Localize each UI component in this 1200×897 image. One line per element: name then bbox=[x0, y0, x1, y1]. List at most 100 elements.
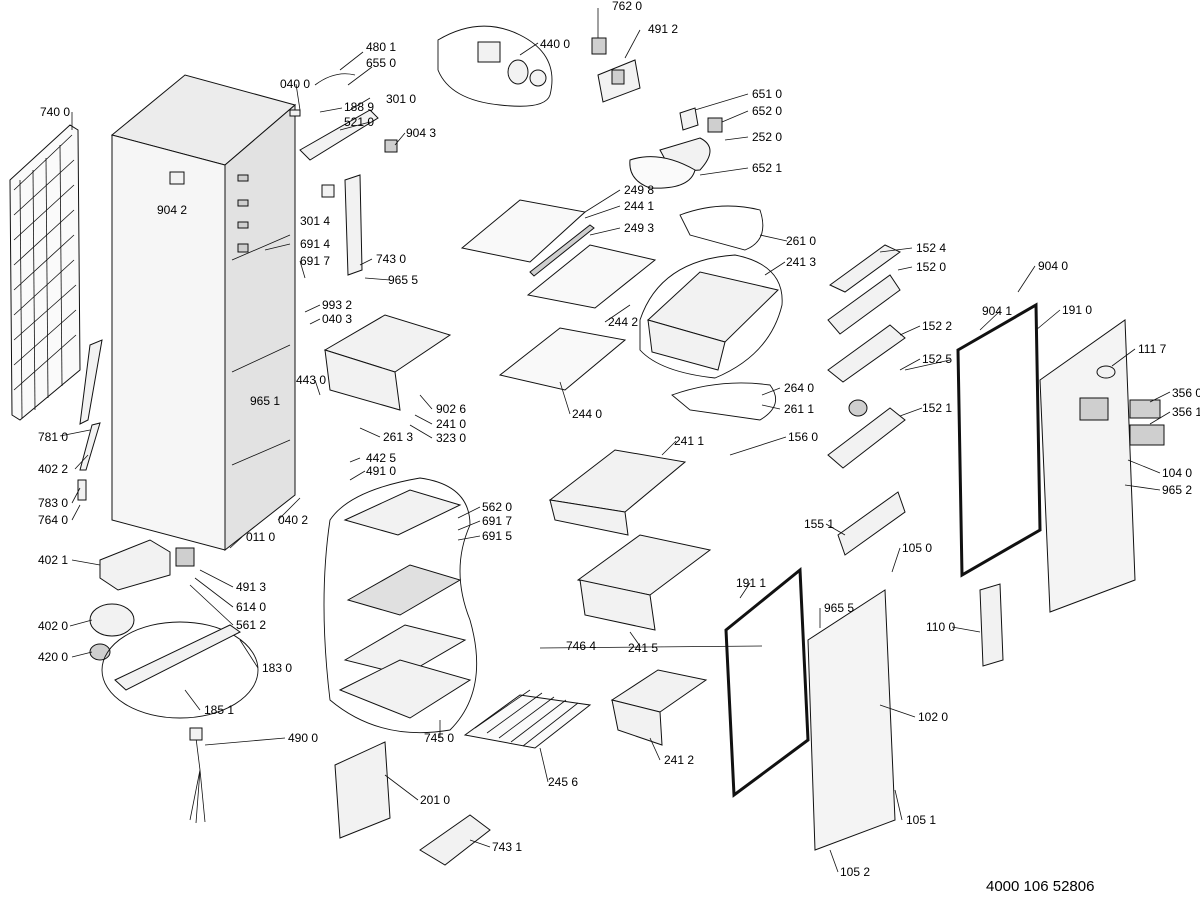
door-gaskets bbox=[724, 302, 1042, 798]
callout-4021: 402 1 bbox=[38, 553, 68, 567]
callout-7431: 743 1 bbox=[492, 840, 522, 854]
callout-7620: 762 0 bbox=[612, 0, 642, 13]
condenser-coil bbox=[9, 124, 81, 421]
callout-2413: 241 3 bbox=[786, 255, 816, 269]
callout-1910: 191 0 bbox=[1062, 303, 1092, 317]
callout-2493: 249 3 bbox=[624, 221, 654, 235]
callout-1889: 188 9 bbox=[344, 100, 374, 114]
top-control-parts bbox=[289, 73, 398, 276]
callout-1117: 111 7 bbox=[1138, 342, 1167, 356]
document-number: 4000 106 52806 bbox=[986, 878, 1095, 895]
callout-2441: 244 1 bbox=[624, 199, 654, 213]
thermostat-cover bbox=[591, 37, 641, 103]
evaporator-group bbox=[323, 477, 478, 734]
callout-3560: 356 0 bbox=[1172, 386, 1200, 400]
callout-2498: 249 8 bbox=[624, 183, 654, 197]
callout-7430: 743 0 bbox=[376, 252, 406, 266]
callout-2613: 261 3 bbox=[383, 430, 413, 444]
callout-4913: 491 3 bbox=[236, 580, 266, 594]
callout-2611: 261 1 bbox=[784, 402, 814, 416]
lamp-assembly bbox=[629, 107, 723, 189]
callout-9026: 902 6 bbox=[436, 402, 466, 416]
callout-1522: 152 2 bbox=[922, 319, 952, 333]
callout-2412: 241 2 bbox=[664, 753, 694, 767]
callout-3230: 323 0 bbox=[436, 431, 466, 445]
callout-5620: 562 0 bbox=[482, 500, 512, 514]
callout-1521: 152 1 bbox=[922, 401, 952, 415]
drawers bbox=[323, 314, 712, 746]
doors bbox=[807, 319, 1165, 851]
callout-7464: 746 4 bbox=[566, 639, 596, 653]
callout-9651: 965 1 bbox=[250, 394, 280, 408]
callout-1051: 105 1 bbox=[906, 813, 936, 827]
callout-2010: 201 0 bbox=[420, 793, 450, 807]
callout-7400: 740 0 bbox=[40, 105, 70, 119]
leader-lines bbox=[59, 8, 1171, 873]
callout-4801: 480 1 bbox=[366, 40, 396, 54]
callout-0400a: 040 0 bbox=[280, 77, 310, 91]
callout-0110: 011 0 bbox=[246, 530, 275, 544]
callout-1520: 152 0 bbox=[916, 260, 946, 274]
power-cord bbox=[189, 727, 206, 824]
callout-4200: 420 0 bbox=[38, 650, 68, 664]
callout-9655b: 965 5 bbox=[824, 601, 854, 615]
callout-9042: 904 2 bbox=[157, 203, 187, 217]
callout-7450: 745 0 bbox=[424, 731, 454, 745]
callout-5210: 521 0 bbox=[344, 115, 374, 129]
callout-7640: 764 0 bbox=[38, 513, 68, 527]
callout-4430: 443 0 bbox=[296, 373, 326, 387]
callout-labels: 762 0 491 2 480 1 655 0 440 0 740 0 040 … bbox=[38, 0, 1200, 879]
callout-1020: 102 0 bbox=[918, 710, 948, 724]
callout-2440: 244 0 bbox=[572, 407, 602, 421]
callout-1052: 105 2 bbox=[840, 865, 870, 879]
bottom-covers bbox=[334, 741, 491, 866]
callout-9932: 993 2 bbox=[322, 298, 352, 312]
callout-6914: 691 4 bbox=[300, 237, 330, 251]
door-balconies bbox=[827, 244, 906, 556]
drain-tubes bbox=[77, 339, 103, 501]
callout-2640: 264 0 bbox=[784, 381, 814, 395]
callout-1100: 110 0 bbox=[926, 620, 955, 634]
callout-9040: 904 0 bbox=[1038, 259, 1068, 273]
callout-4425: 442 5 bbox=[366, 451, 396, 465]
callout-3561: 356 1 bbox=[1172, 405, 1200, 419]
callout-1911: 191 1 bbox=[736, 576, 766, 590]
glass-shelves bbox=[460, 199, 657, 391]
callout-2456: 245 6 bbox=[548, 775, 578, 789]
callout-1050: 105 0 bbox=[902, 541, 932, 555]
callout-4020: 402 0 bbox=[38, 619, 68, 633]
callout-5612: 561 2 bbox=[236, 618, 266, 632]
callout-6520: 652 0 bbox=[752, 104, 782, 118]
callout-4400: 440 0 bbox=[540, 37, 570, 51]
callout-6915: 691 5 bbox=[482, 529, 512, 543]
callout-1560: 156 0 bbox=[788, 430, 818, 444]
wire-rack bbox=[463, 689, 592, 749]
callout-7810: 781 0 bbox=[38, 430, 68, 444]
callout-0403: 040 3 bbox=[322, 312, 352, 326]
callout-1525: 152 5 bbox=[922, 352, 952, 366]
callout-2610: 261 0 bbox=[786, 234, 816, 248]
callout-0402: 040 2 bbox=[278, 513, 308, 527]
callout-2415: 241 5 bbox=[628, 641, 658, 655]
callout-4910: 491 0 bbox=[366, 464, 396, 478]
callout-6510: 651 0 bbox=[752, 87, 782, 101]
cabinet-body bbox=[110, 74, 297, 552]
callout-6140: 614 0 bbox=[236, 600, 266, 614]
freezer-drawer-top bbox=[639, 205, 783, 421]
callout-1851: 185 1 bbox=[204, 703, 234, 717]
callout-2411: 241 1 bbox=[674, 434, 704, 448]
callout-2442: 244 2 bbox=[608, 315, 638, 329]
callout-9043a: 904 3 bbox=[406, 126, 436, 140]
callout-1551: 155 1 bbox=[804, 517, 834, 531]
callout-9655a: 965 5 bbox=[388, 273, 418, 287]
callout-1040: 104 0 bbox=[1162, 466, 1192, 480]
callout-4022: 402 2 bbox=[38, 462, 68, 476]
callout-9041: 904 1 bbox=[982, 304, 1012, 318]
callout-4912: 491 2 bbox=[648, 22, 678, 36]
callout-2520: 252 0 bbox=[752, 130, 782, 144]
fan-assembly bbox=[437, 25, 553, 107]
callout-1830: 183 0 bbox=[262, 661, 292, 675]
callout-3010: 301 0 bbox=[386, 92, 416, 106]
callout-9652: 965 2 bbox=[1162, 483, 1192, 497]
